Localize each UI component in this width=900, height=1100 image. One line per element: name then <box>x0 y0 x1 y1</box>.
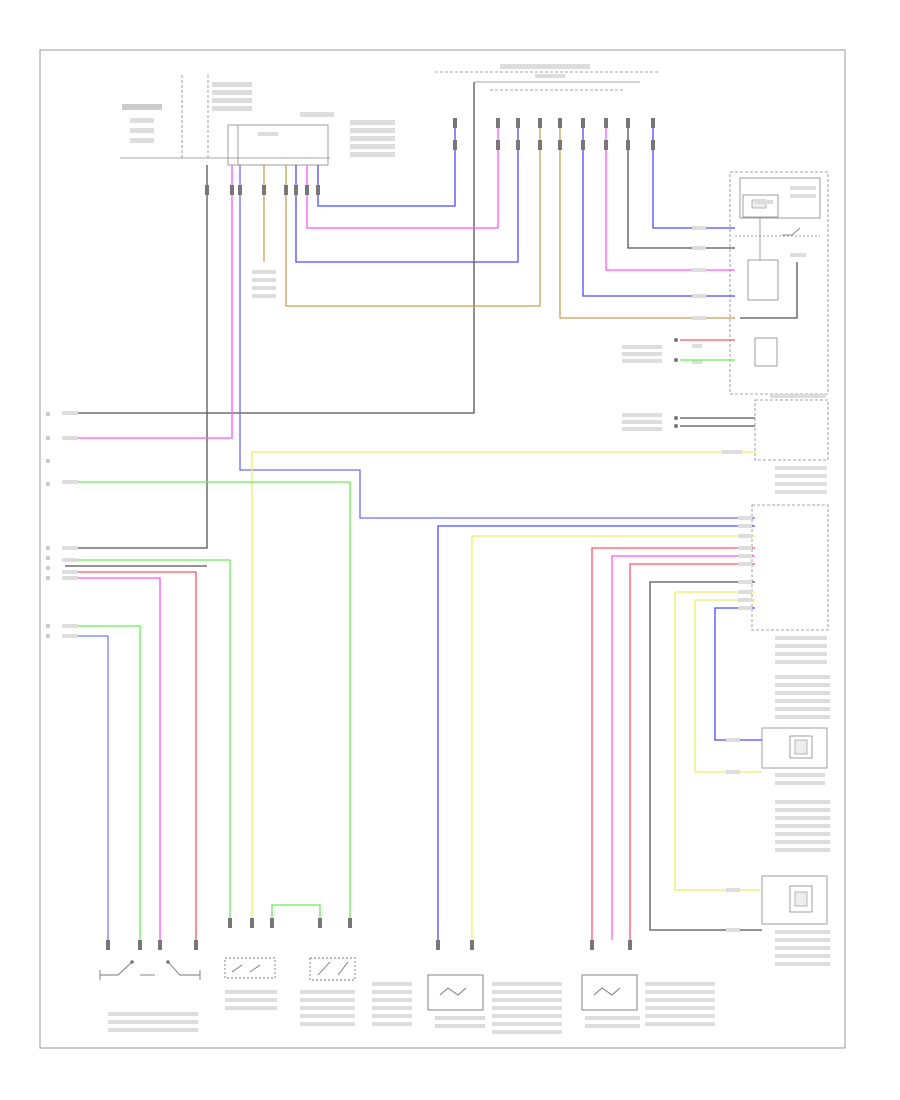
wire-yellow-sensor-2 <box>674 591 762 891</box>
diagram-frame <box>39 49 846 1049</box>
top-left-power-block <box>120 75 330 166</box>
relay-module-labels <box>622 186 816 364</box>
wire-green-long <box>65 481 351 918</box>
connector-pin-icon <box>106 118 678 950</box>
wire-pink-left <box>65 165 233 439</box>
bottom-switch-1 <box>99 961 201 980</box>
wires <box>65 82 798 940</box>
wire-black-left <box>65 165 208 549</box>
wire-green-jumper <box>271 904 321 918</box>
wire-black-relay <box>627 128 735 249</box>
bottom-labels <box>108 982 715 1034</box>
wire-yellow-long <box>251 451 755 918</box>
wire-pink-relay <box>605 128 735 271</box>
wire-red-sensor-2 <box>629 563 755 940</box>
sensor-icon <box>794 739 808 907</box>
right-module-labels <box>622 394 830 719</box>
wire-pink-mid <box>65 577 161 940</box>
relay-module <box>729 171 829 395</box>
wire-color-tags <box>62 226 752 932</box>
wire-green-low <box>65 625 141 940</box>
right-sensor-lower <box>761 875 828 925</box>
bottom-switch-3 <box>309 957 356 981</box>
wire-pink-loop <box>306 128 499 229</box>
switch-icon <box>130 960 170 964</box>
right-sensor-upper <box>761 727 828 769</box>
wire-green-mid <box>65 559 231 918</box>
right-module-2 <box>751 399 829 631</box>
bottom-sensor-right <box>581 974 638 1011</box>
wire-yellow-sensor <box>471 535 755 940</box>
wire-black-relay-2 <box>740 262 798 319</box>
wire-blue-sensor <box>437 525 755 940</box>
wire-pink-sensor <box>611 555 755 940</box>
wire-tan-relay <box>559 128 735 319</box>
wire-black-top <box>65 82 475 414</box>
wire-tan-loop <box>285 128 541 307</box>
wire-blue-relay-2 <box>582 128 735 297</box>
left-edge-labels <box>46 412 50 638</box>
connector-tan-end <box>252 270 276 298</box>
wire-red-mid <box>65 571 197 940</box>
wire-blue-loop <box>295 128 519 263</box>
right-sensor-labels <box>775 773 830 966</box>
wire-blue-sensor-2 <box>714 607 762 741</box>
wire-blue-low <box>65 635 109 940</box>
bottom-sensor-left <box>427 974 484 1011</box>
bottom-switch-2 <box>224 957 276 979</box>
wire-red-sensor <box>591 547 755 940</box>
top-left-labels <box>122 82 395 157</box>
top-right-harness <box>435 64 660 91</box>
wire-blue-relay <box>652 128 735 229</box>
wire-black-sensor <box>649 581 762 931</box>
wire-blue-long <box>239 165 755 519</box>
